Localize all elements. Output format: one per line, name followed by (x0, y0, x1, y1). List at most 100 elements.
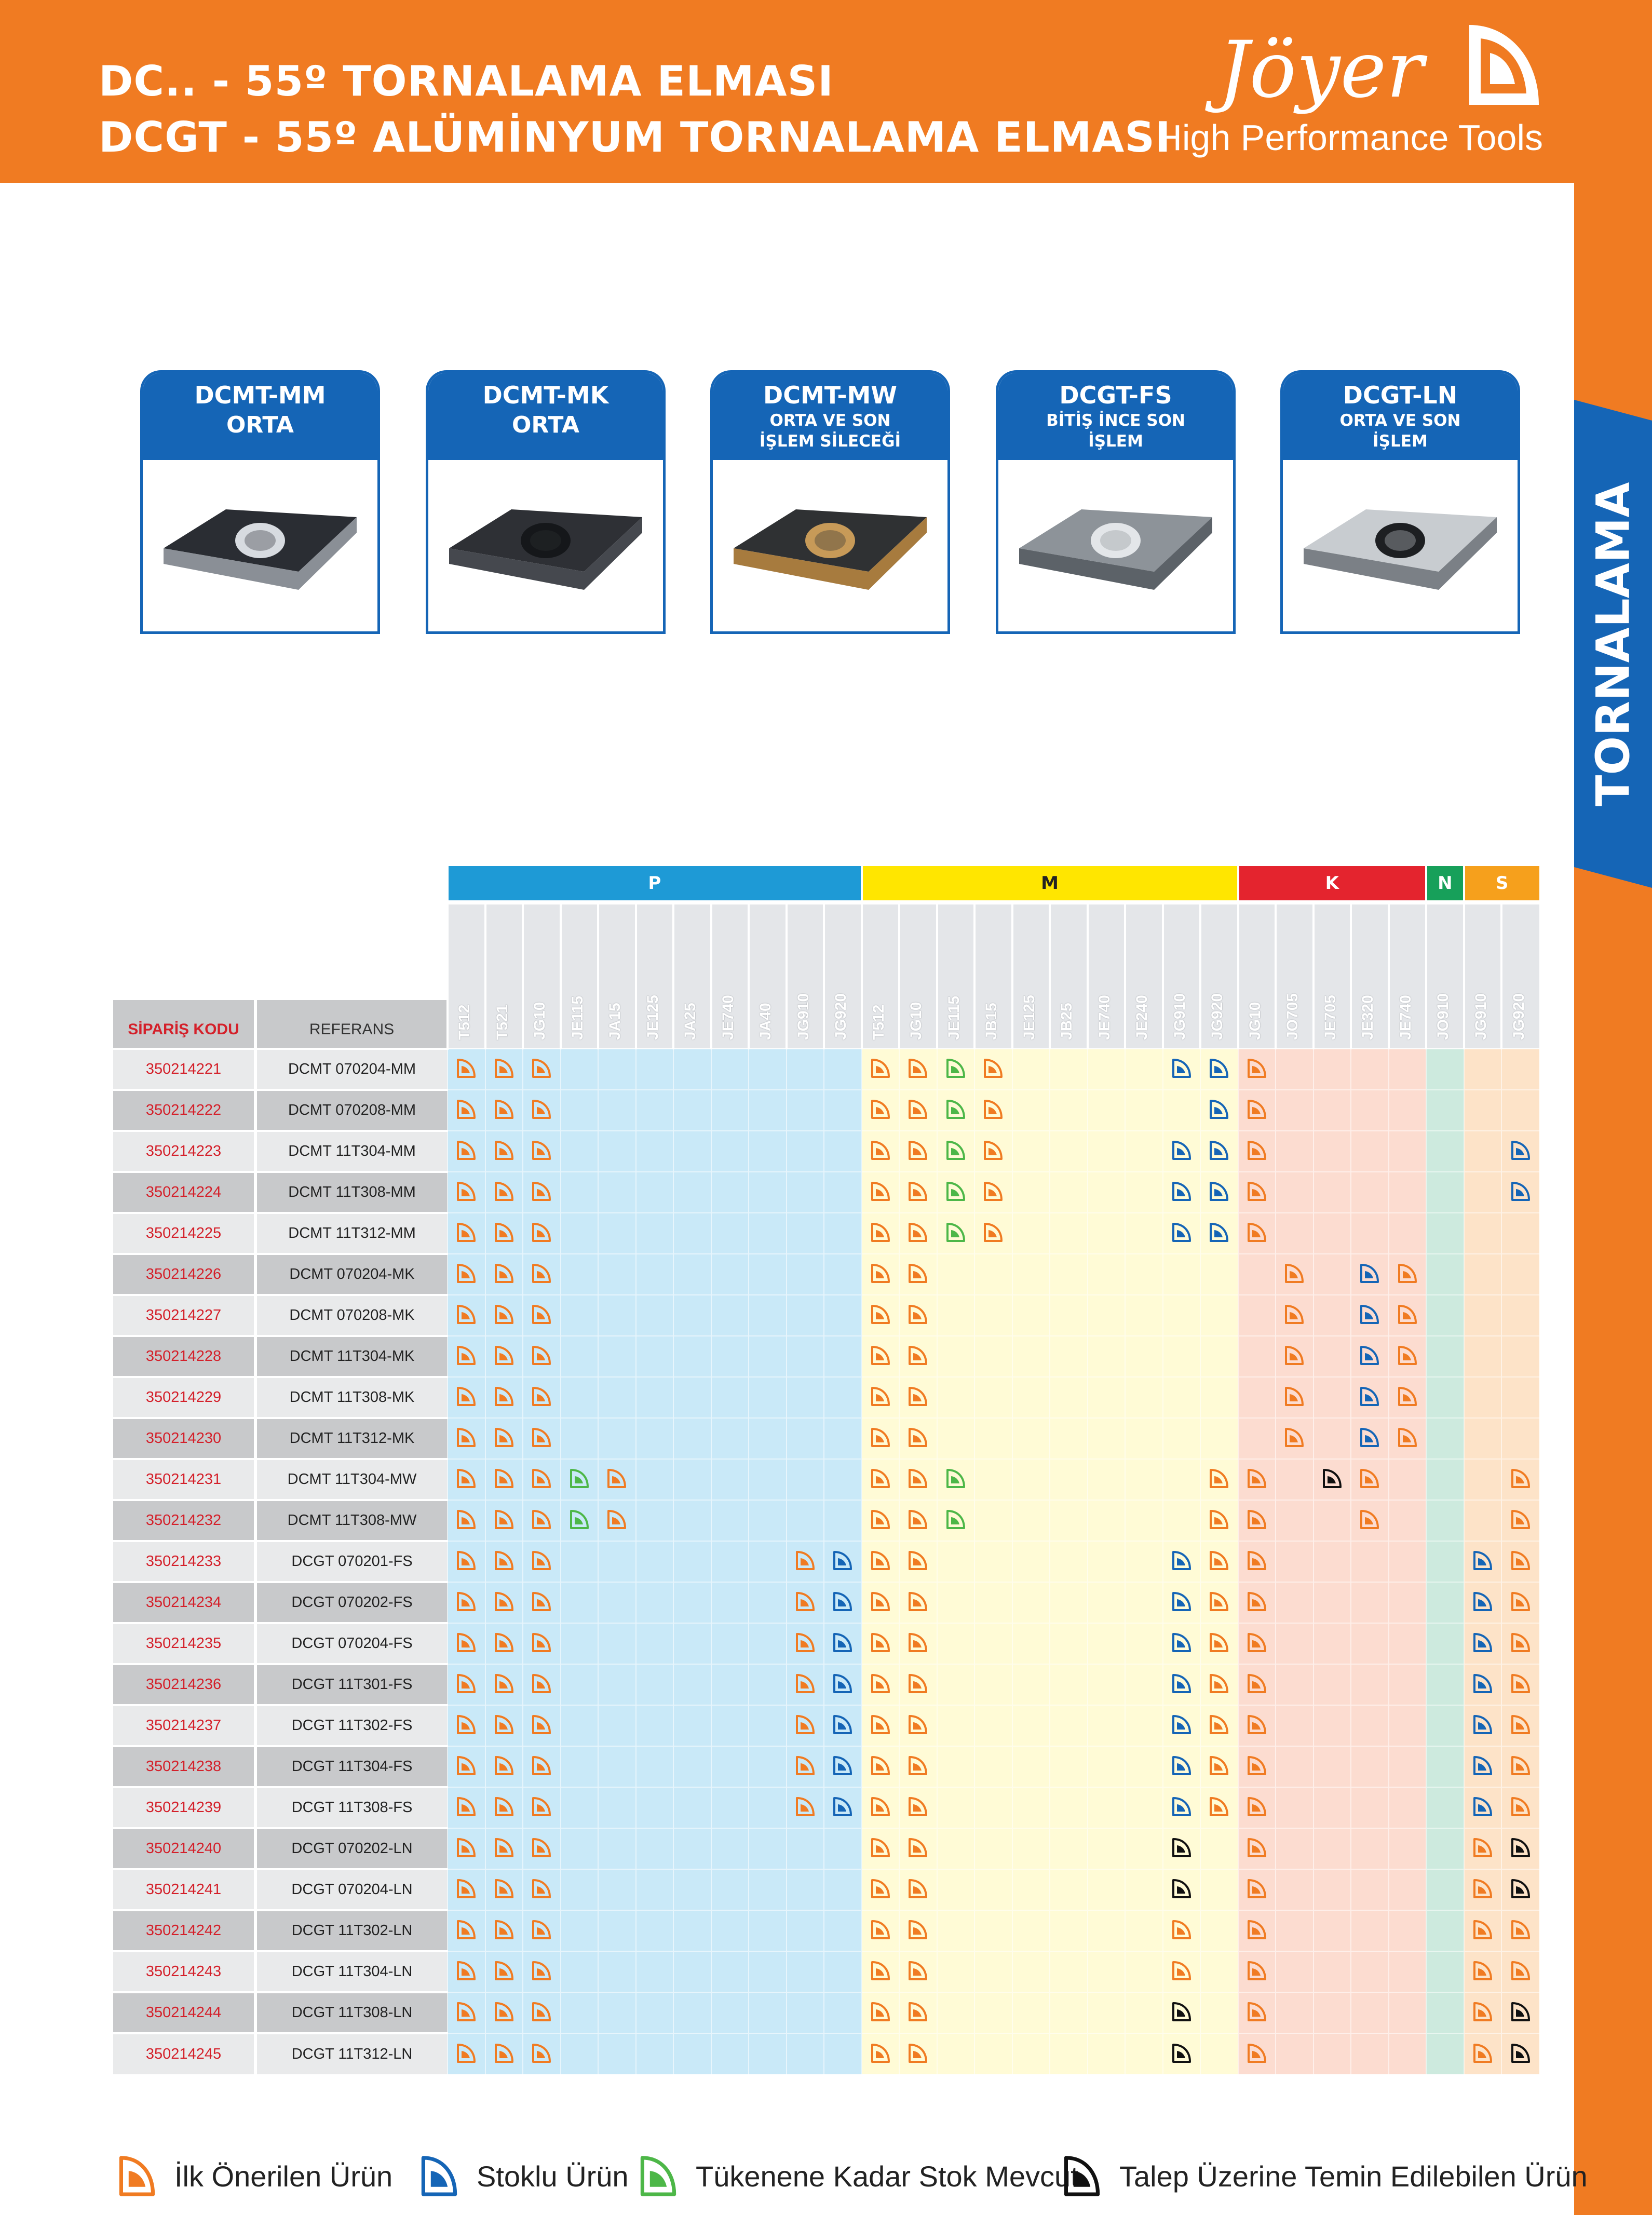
availability-cell (635, 1376, 673, 1418)
order-code-cell: 350214227 (113, 1294, 257, 1336)
availability-cell (1200, 1048, 1238, 1090)
grade-header: JA25 (672, 900, 711, 1049)
availability-cell (635, 1500, 673, 1541)
availability-cell (635, 1746, 673, 1787)
availability-cell (786, 1500, 824, 1541)
recommended-product-icon (457, 1756, 476, 1775)
availability-cell (447, 1294, 485, 1336)
availability-cell (1275, 1869, 1314, 1910)
availability-cell (1237, 1500, 1276, 1541)
availability-cell (1087, 1664, 1126, 1705)
availability-cell (1426, 1171, 1464, 1213)
availability-cell (522, 1623, 561, 1664)
availability-cell (1312, 1828, 1351, 1869)
recommended-product-icon (494, 1305, 513, 1324)
availability-cell (1426, 1746, 1464, 1787)
recommended-product-icon (494, 2002, 513, 2021)
recommended-product-icon (909, 1592, 928, 1611)
recommended-product-icon (871, 1346, 890, 1365)
availability-cell (1463, 1746, 1502, 1787)
availability-cell (1087, 1294, 1126, 1336)
recommended-product-icon (909, 1264, 928, 1283)
recommended-product-icon (1210, 1715, 1229, 1734)
on-request-icon (1511, 2043, 1530, 2063)
availability-cell (1125, 1048, 1163, 1090)
availability-cell (823, 1746, 862, 1787)
recommended-product-icon (1398, 1428, 1417, 1447)
grade-header: T512 (860, 900, 900, 1049)
recommended-product-icon (795, 1551, 815, 1570)
order-code-cell: 350214230 (113, 1417, 257, 1459)
order-code-cell: 350214229 (113, 1376, 257, 1418)
availability-cell (786, 1417, 824, 1459)
limited-stock-icon (946, 1223, 965, 1242)
availability-cell (1463, 1130, 1502, 1172)
grade-label: JB25 (1058, 1003, 1076, 1040)
availability-cell (748, 1992, 787, 2033)
availability-cell (447, 2033, 485, 2074)
availability-cell (1350, 1869, 1389, 1910)
availability-cell (673, 1951, 711, 1992)
on-request-icon (1064, 2156, 1100, 2196)
availability-cell (1011, 1089, 1050, 1131)
availability-cell (1350, 1048, 1389, 1090)
availability-cell (1463, 1664, 1502, 1705)
order-code-header: SİPARİŞ KODU (113, 902, 257, 1049)
grade-header: JE125 (1011, 900, 1050, 1049)
availability-cell (899, 1992, 937, 2033)
recommended-product-icon (607, 1469, 627, 1488)
recommended-product-icon (871, 1920, 890, 1939)
recommended-product-icon (494, 1100, 513, 1119)
order-code-cell: 350214224 (113, 1171, 257, 1213)
availability-cell (598, 1089, 636, 1131)
grade-header: JG920 (823, 900, 862, 1049)
availability-cell (1125, 1541, 1163, 1582)
availability-cell (936, 1048, 975, 1090)
availability-cell (1200, 1089, 1238, 1131)
availability-cell (598, 1458, 636, 1500)
limited-stock-icon (946, 1100, 965, 1119)
availability-cell (673, 1992, 711, 2033)
availability-cell (974, 1253, 1012, 1295)
availability-cell (936, 2033, 975, 2074)
availability-cell (1350, 1294, 1389, 1336)
recommended-product-icon (457, 1879, 476, 1898)
order-code-cell: 350214228 (113, 1335, 257, 1377)
grade-header: JG10 (522, 900, 561, 1049)
order-code-cell: 350214235 (113, 1622, 257, 1664)
on-request-icon (1322, 1469, 1342, 1488)
limited-stock-icon (946, 1182, 965, 1201)
availability-cell (1200, 1705, 1238, 1746)
stock-product-icon (1360, 1387, 1379, 1406)
availability-cell (710, 1253, 749, 1295)
availability-cell (484, 1828, 523, 1869)
availability-cell (786, 1458, 824, 1500)
availability-cell (1162, 1089, 1201, 1131)
stock-product-icon (1172, 1633, 1191, 1652)
order-code-cell: 350214244 (113, 1991, 257, 2033)
availability-cell (1087, 1992, 1126, 2033)
availability-cell (1275, 1623, 1314, 1664)
grade-label: JE705 (1321, 995, 1339, 1040)
availability-cell (673, 1294, 711, 1336)
recommended-product-icon (494, 1387, 513, 1406)
availability-cell (710, 1992, 749, 2033)
availability-cell (447, 1869, 485, 1910)
availability-cell (1463, 1623, 1502, 1664)
availability-cell (1125, 1417, 1163, 1459)
availability-cell (1312, 1500, 1351, 1541)
availability-cell (1388, 1828, 1427, 1869)
availability-cell (560, 1951, 598, 1992)
availability-cell (786, 1828, 824, 1869)
availability-cell (1350, 1787, 1389, 1828)
availability-cell (635, 2033, 673, 2074)
recommended-product-icon (1210, 1592, 1229, 1611)
availability-cell (598, 1705, 636, 1746)
availability-cell (1237, 1417, 1276, 1459)
recommended-product-icon (1247, 1059, 1266, 1078)
availability-cell (447, 1212, 485, 1254)
